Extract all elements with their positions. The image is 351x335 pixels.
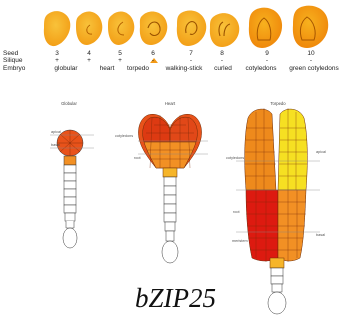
heart-embryo [138, 114, 201, 263]
silique-mark: + [118, 57, 122, 64]
embryo-stage-name: heart [100, 65, 115, 72]
seed-stage-9 [249, 8, 282, 48]
seed-stage-7 [177, 10, 206, 46]
heart-label-root: root [134, 156, 141, 160]
heart-label-cotyledons: cotyledons [115, 134, 133, 138]
silique-mark: - [152, 57, 154, 64]
panel-title-globular: Globular [61, 101, 77, 106]
seed-number: 8 [220, 50, 224, 57]
seed-number: 6 [151, 50, 155, 57]
seed-number: 5 [118, 50, 122, 57]
seed-number: 7 [189, 50, 193, 57]
embryo-stage-name: curled [214, 65, 232, 72]
row-label-seed: Seed [3, 50, 19, 57]
silique-mark: - [266, 57, 268, 64]
seed-number: 9 [265, 50, 269, 57]
silique-mark: - [221, 57, 223, 64]
seed-stage-6 [140, 12, 167, 45]
torpedo-label-apical: apical [316, 150, 326, 154]
row-label-embryo: Embryo [3, 65, 26, 72]
embryo-stage-name: walking-stick [165, 65, 204, 72]
seed-stage-5 [108, 12, 134, 45]
gene-name: bZIP25 [0, 283, 351, 314]
seed-stage-10 [293, 6, 328, 48]
seed-number: 3 [55, 50, 59, 57]
embryo-stage-name: torpedo [127, 65, 149, 72]
seed-number: 4 [87, 50, 91, 57]
silique-mark: - [310, 57, 312, 64]
silique-mark: + [87, 57, 91, 64]
globular-embryo [57, 130, 83, 248]
embryo-stage-name: green cotyledons [289, 65, 339, 72]
seed-stage-3 [44, 11, 70, 46]
row-label-silique: Silique [3, 57, 23, 64]
silique-mark: - [190, 57, 192, 64]
seed-number: 10 [307, 50, 315, 57]
panel-title-heart: Heart [165, 101, 176, 106]
torpedo-label-basal: basal [316, 233, 325, 237]
silique-mark: + [55, 57, 59, 64]
seed-stage-8 [210, 13, 239, 47]
embryo-stage-name: cotyledons [245, 65, 277, 72]
embryo-stage-name: globular [54, 65, 78, 72]
panel-title-torpedo: Torpedo [270, 101, 286, 106]
globular-label-apical: apical [51, 130, 61, 134]
torpedo-label-root: root [233, 210, 240, 214]
globular-label-basal: basal [51, 143, 60, 147]
torpedo-label-cotyledons: cotyledons [226, 156, 244, 160]
torpedo-label-meristem: meristem [232, 239, 248, 243]
seed-stage-4 [76, 12, 102, 45]
